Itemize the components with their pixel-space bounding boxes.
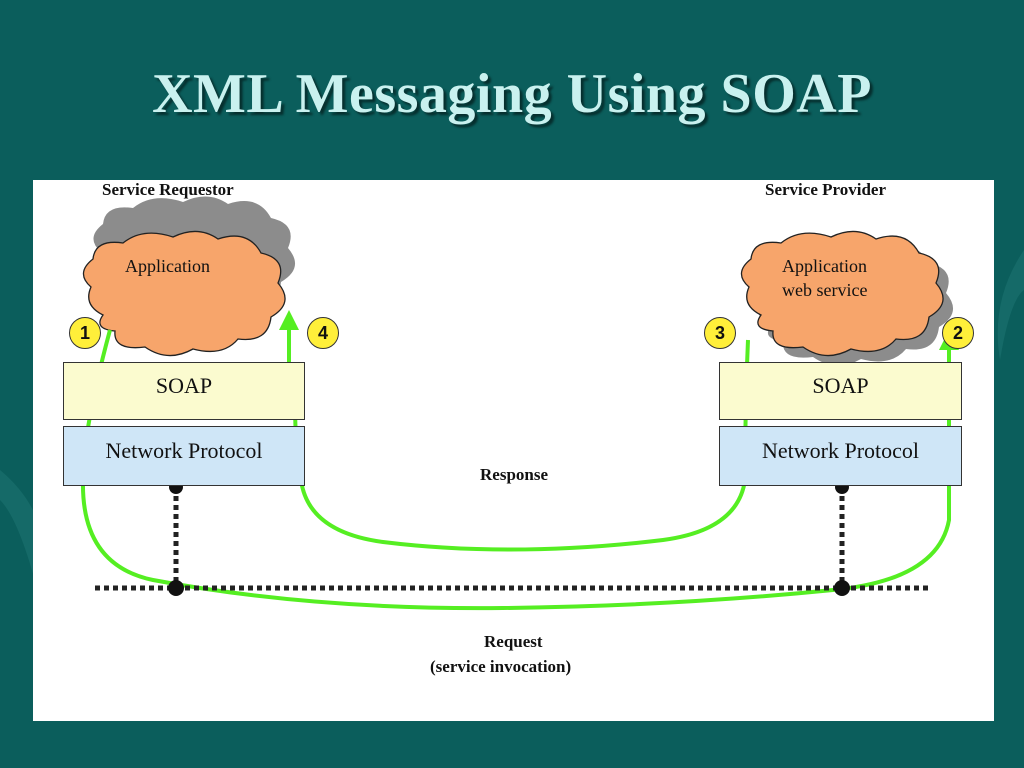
requestor-soap-box: SOAP bbox=[63, 362, 305, 420]
provider-network-box: Network Protocol bbox=[719, 426, 962, 486]
step-badge-1: 1 bbox=[69, 317, 101, 349]
step-badge-3: 3 bbox=[704, 317, 736, 349]
provider-node-bottom bbox=[834, 580, 850, 596]
provider-label: Service Provider bbox=[765, 180, 887, 199]
requestor-soap-label: SOAP bbox=[155, 373, 213, 398]
provider-soap-box: SOAP bbox=[719, 362, 962, 420]
provider-cloud-label-2: web service bbox=[782, 280, 868, 300]
provider-soap-label: SOAP bbox=[812, 373, 869, 398]
step-badge-2: 2 bbox=[942, 317, 974, 349]
diagram-panel: Service Requestor Service Provider Appli… bbox=[33, 180, 994, 721]
flow-response bbox=[293, 339, 750, 552]
provider-network-label: Network Protocol bbox=[761, 438, 920, 463]
request-sub-label: (service invocation) bbox=[430, 657, 572, 676]
slide-title: XML Messaging Using SOAP bbox=[152, 63, 872, 125]
request-label: Request bbox=[484, 632, 543, 651]
requestor-network-box: Network Protocol bbox=[63, 426, 305, 486]
requestor-cloud-label: Application bbox=[125, 256, 210, 276]
requestor-label: Service Requestor bbox=[102, 180, 234, 199]
requestor-cloud bbox=[82, 196, 296, 357]
provider-cloud-label-1: Application bbox=[782, 256, 867, 276]
requestor-network-label: Network Protocol bbox=[105, 438, 263, 463]
requestor-node-bottom bbox=[168, 580, 184, 596]
response-label: Response bbox=[480, 465, 549, 484]
step-badge-4: 4 bbox=[307, 317, 339, 349]
provider-cloud bbox=[740, 230, 954, 366]
